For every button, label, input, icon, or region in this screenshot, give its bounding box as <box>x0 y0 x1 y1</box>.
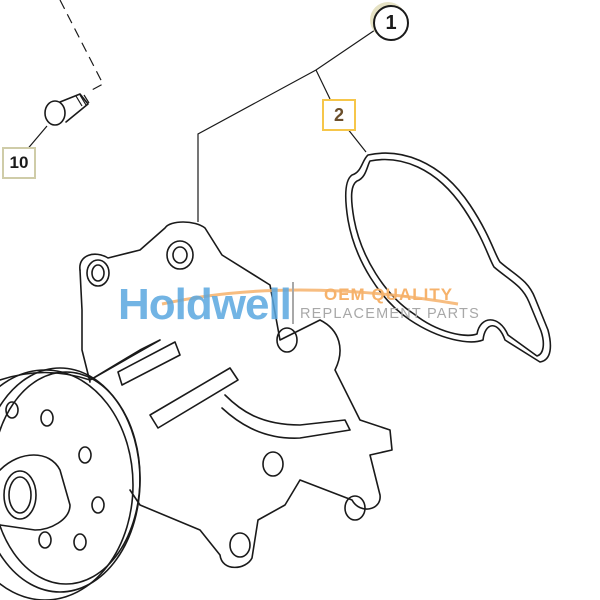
watermark-arc-icon <box>161 288 459 306</box>
callout-10: 10 <box>2 147 36 179</box>
watermark-tagline-oem: OEM QUALITY <box>324 285 454 304</box>
gasket-drawing <box>344 152 552 363</box>
bolt-drawing <box>44 93 90 126</box>
watermark-brand: Holdwell <box>118 280 292 329</box>
callout-2: 2 <box>322 99 356 131</box>
callout-1: 1 <box>373 5 409 41</box>
water-pump-drawing <box>0 221 393 600</box>
watermark-tagline-replacement: REPLACEMENT PARTS <box>300 306 480 322</box>
watermark-divider <box>292 282 294 324</box>
